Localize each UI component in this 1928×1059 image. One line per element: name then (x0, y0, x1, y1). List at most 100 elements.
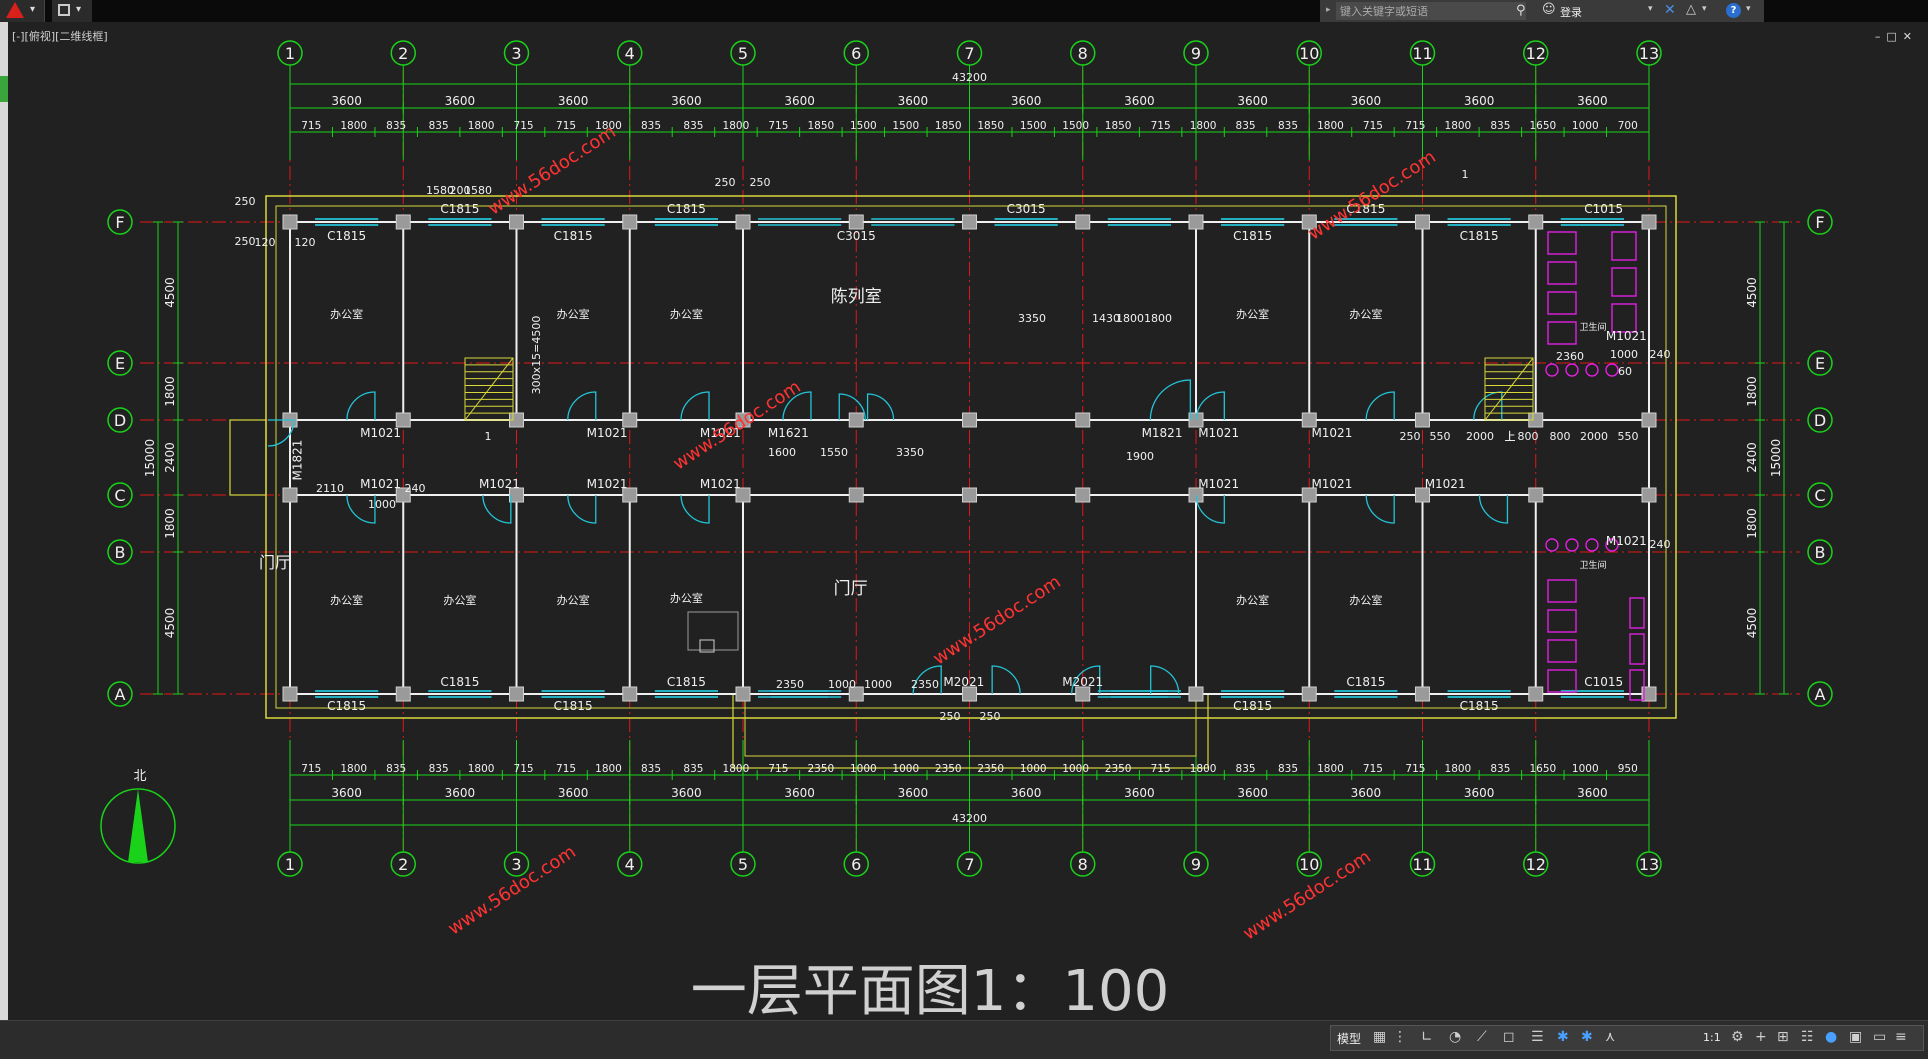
chevron-down-icon[interactable]: ▾ (1746, 4, 1751, 14)
dimension-text: 1 (1462, 168, 1469, 181)
door-swing (1365, 391, 1395, 421)
structural-column (1641, 686, 1657, 702)
dimension-text: 3600 (1464, 786, 1495, 800)
dimension-text: 3600 (331, 94, 362, 108)
door-label: M1621 (768, 426, 809, 440)
grid-bubble-A (107, 681, 133, 707)
entrance-door (1150, 665, 1180, 695)
chevron-down-icon: ▾ (30, 4, 36, 15)
binoculars-icon[interactable]: ⚲ (1516, 3, 1526, 18)
door-label: M2021 (943, 675, 984, 689)
dimension-text: 835 (1236, 120, 1256, 132)
properties-icon[interactable]: ☷ (1801, 1029, 1814, 1045)
expand-arrow-icon[interactable]: ▸ (1326, 5, 1331, 15)
clean-screen-icon[interactable]: ▭ (1873, 1029, 1887, 1045)
annotation-scale-icon[interactable]: ✱ (1557, 1029, 1569, 1045)
grid-label-1: 1 (285, 44, 295, 63)
wash-basin (1565, 363, 1579, 377)
chevron-down-icon[interactable]: ▾ (1648, 4, 1653, 14)
structural-column (1528, 214, 1544, 230)
model-space-button[interactable]: 模型 (1337, 1032, 1362, 1046)
structural-column (1075, 487, 1091, 503)
structural-column (1528, 686, 1544, 702)
room-label-exhibition: 陈列室 (831, 287, 882, 307)
annotation-visibility-icon[interactable]: ✱ (1581, 1029, 1593, 1045)
scale-selector[interactable]: 1:1 (1703, 1031, 1721, 1044)
north-arrow-icon (128, 789, 148, 862)
grid-label-9: 9 (1191, 44, 1201, 63)
login-button[interactable]: 登录 (1560, 6, 1582, 19)
document-window-controls[interactable]: –□✕ (1874, 30, 1918, 43)
entrance-door (1071, 665, 1101, 695)
structural-column (1301, 686, 1317, 702)
entrance-canopy-inner (744, 693, 1197, 757)
dimension-text: 1900 (1126, 450, 1154, 463)
user-icon[interactable]: ☺ (1542, 2, 1556, 17)
isolate-icon[interactable]: ● (1825, 1029, 1838, 1045)
hardware-accel-icon[interactable]: ▣ (1849, 1029, 1863, 1045)
structural-column (282, 214, 298, 230)
dimension-text: 250 (235, 195, 256, 208)
dimension-text: 3600 (671, 786, 702, 800)
polar-icon[interactable]: ◔ (1449, 1029, 1462, 1045)
isodraft-icon[interactable]: ⟋ (1477, 1029, 1487, 1045)
palette-tab[interactable] (0, 76, 8, 102)
gear-icon[interactable]: ⚙ (1731, 1029, 1744, 1045)
dimension-text: 1800 (1116, 312, 1144, 325)
dimension-text: 1800 (468, 120, 495, 132)
grid-label-12: 12 (1526, 855, 1546, 874)
toilet-stall (1547, 579, 1577, 603)
structural-column (848, 686, 864, 702)
dimension-text: 950 (1618, 763, 1638, 775)
dimension-text: 3600 (331, 786, 362, 800)
stair-up-label: 1 (485, 430, 492, 443)
grid-label-11: 11 (1412, 855, 1432, 874)
quick-access-save-button[interactable]: ▾ (52, 0, 92, 22)
structural-column (395, 487, 411, 503)
room-label-office: 办公室 (330, 593, 363, 607)
customize-icon[interactable]: ≡ (1895, 1029, 1907, 1045)
dimension-text: 1000 (1572, 120, 1599, 132)
ortho-icon[interactable]: ∟ (1421, 1029, 1433, 1045)
dimension-text: 715 (1363, 763, 1383, 775)
dimension-text: 700 (1618, 120, 1638, 132)
door-swing (567, 494, 597, 524)
structural-column (282, 487, 298, 503)
dimension-text: 1430 (1092, 312, 1120, 325)
dimension-text: 250 (750, 176, 771, 189)
search-input[interactable] (1336, 2, 1526, 20)
dimension-text: 2000 (1580, 430, 1608, 443)
status-tray: 模型 ▦ ⋮ ∟ ◔ ⟋ ◻ ☰ ✱ ✱ ⋏ 1:1 ⚙ + ⊞ ☷ ● ▣ ▭… (1330, 1025, 1924, 1051)
dimension-text: 1800 (1745, 376, 1759, 407)
room-label-office: 办公室 (1349, 593, 1382, 607)
toilet-stall (1547, 609, 1577, 633)
application-menu-button[interactable]: ▾ (0, 0, 45, 22)
dimension-text: 1800 (1745, 508, 1759, 539)
dimension-text: 3600 (1124, 786, 1155, 800)
snap-icon[interactable]: ⋮ (1393, 1029, 1407, 1045)
object-snap-icon[interactable]: ◻ (1503, 1029, 1515, 1045)
dimension-text: 3600 (784, 94, 815, 108)
dimension-text: 835 (1490, 763, 1510, 775)
help-icon[interactable]: ? (1726, 3, 1741, 18)
grid-icon[interactable]: ▦ (1373, 1029, 1387, 1045)
dimension-text: 2360 (1556, 350, 1584, 363)
auto-scale-icon[interactable]: ⋏ (1605, 1029, 1616, 1045)
a360-icon[interactable]: △ (1686, 2, 1696, 17)
viewport-controls[interactable]: [-][俯视][二维线框] (12, 30, 108, 43)
dimension-text: 240 (1650, 538, 1671, 551)
grid-bubble-C (107, 482, 133, 508)
plus-icon[interactable]: + (1755, 1029, 1767, 1045)
dimension-text: 1000 (1062, 763, 1089, 775)
dimension-text: 1500 (850, 120, 877, 132)
window-label: C1815 (440, 202, 479, 216)
grid-label-1: 1 (285, 855, 295, 874)
dimension-text: 2400 (163, 442, 177, 473)
lineweight-icon[interactable]: ☰ (1531, 1029, 1544, 1045)
chevron-down-icon[interactable]: ▾ (1702, 4, 1707, 14)
structural-column (509, 214, 524, 230)
units-icon[interactable]: ⊞ (1777, 1029, 1789, 1045)
exchange-icon[interactable]: ✕ (1664, 2, 1676, 18)
dimension-text: 715 (1363, 120, 1383, 132)
